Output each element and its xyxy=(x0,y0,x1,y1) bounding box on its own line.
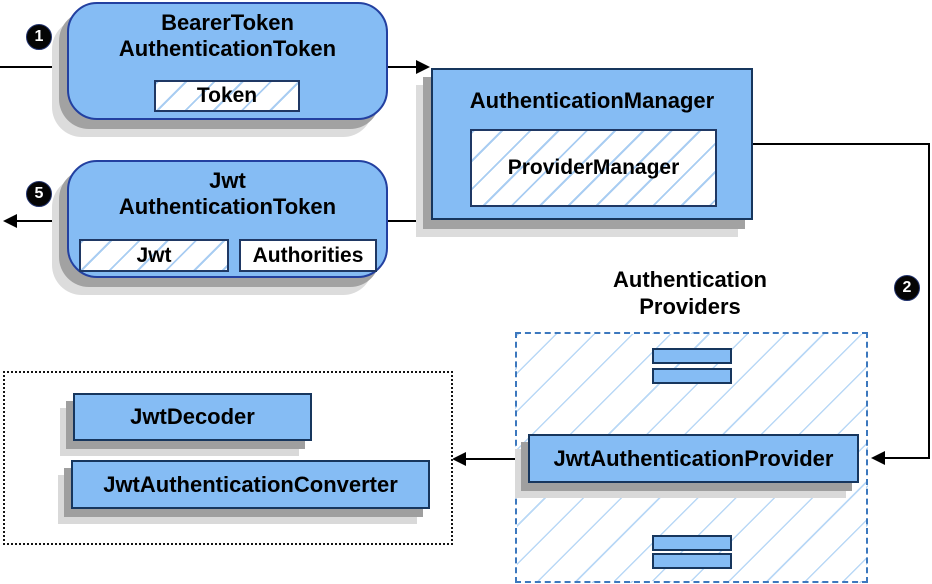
bearer-token-authentication-token-node: BearerToken AuthenticationToken Token xyxy=(67,2,388,120)
jwt-token-title-line1: Jwt xyxy=(209,168,246,193)
provider-placeholder-top-2 xyxy=(652,368,732,384)
authentication-manager-node: AuthenticationManager ProviderManager xyxy=(431,68,753,220)
authentication-providers-title: Authentication Providers xyxy=(575,266,805,320)
jwt-authentication-provider-node: JwtAuthenticationProvider xyxy=(528,434,859,483)
bearer-token-title-line1: BearerToken xyxy=(161,10,294,35)
token-field: Token xyxy=(154,80,300,112)
arrowhead-into-decoder-group xyxy=(452,452,466,466)
authorities-field: Authorities xyxy=(239,239,377,272)
step-2-badge: 2 xyxy=(894,275,920,301)
arrowhead-into-manager xyxy=(416,60,430,74)
jwt-field: Jwt xyxy=(79,239,229,272)
step-1-badge: 1 xyxy=(26,24,52,50)
authentication-providers-title-line2: Providers xyxy=(639,294,741,319)
jwt-authentication-converter-node: JwtAuthenticationConverter xyxy=(71,460,430,509)
bearer-token-title-line2: AuthenticationToken xyxy=(118,36,337,61)
jwt-authentication-token-node: Jwt AuthenticationToken Jwt Authorities xyxy=(67,160,388,278)
provider-placeholder-bottom-2 xyxy=(652,553,732,569)
authentication-manager-title: AuthenticationManager xyxy=(469,88,715,113)
arrowhead-response-out xyxy=(3,214,17,228)
jwt-decoder-node: JwtDecoder xyxy=(73,393,312,441)
jwt-token-title: Jwt AuthenticationToken xyxy=(69,162,386,220)
jwt-token-title-line2: AuthenticationToken xyxy=(118,194,337,219)
step-5-badge: 5 xyxy=(26,181,52,207)
arrowhead-into-provider xyxy=(871,451,885,465)
provider-placeholder-bottom-1 xyxy=(652,535,732,551)
bearer-token-title: BearerToken AuthenticationToken xyxy=(69,4,386,62)
provider-placeholder-top-1 xyxy=(652,348,732,364)
authentication-providers-title-line1: Authentication xyxy=(613,267,767,292)
provider-manager-field: ProviderManager xyxy=(470,129,717,207)
